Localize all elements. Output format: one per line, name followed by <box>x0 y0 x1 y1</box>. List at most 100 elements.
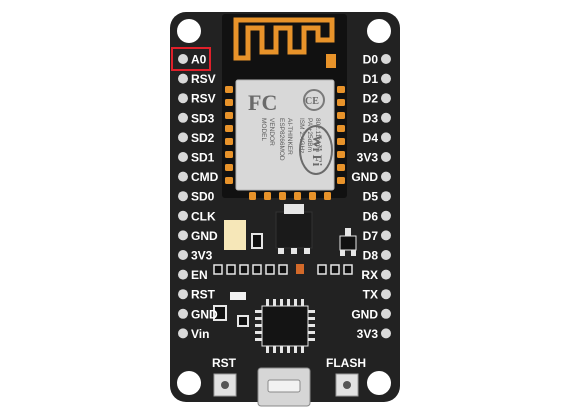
left-pin-label: SD1 <box>191 151 215 165</box>
chip-leg <box>266 346 269 353</box>
smd-resistor <box>331 265 339 274</box>
chip-leg <box>255 331 262 334</box>
antenna-pad <box>326 54 336 68</box>
chip-leg <box>280 346 283 353</box>
right-pin-hole <box>381 132 391 142</box>
module-pad <box>225 164 233 171</box>
chip-leg <box>255 310 262 313</box>
left-pin-header: A0RSVRSVSD3SD2SD1CMDSD0CLKGND3V3ENRSTGND… <box>178 53 219 341</box>
left-pin-label: RSV <box>191 72 216 86</box>
smd-resistor <box>344 265 352 274</box>
right-pin-hole <box>381 74 391 84</box>
left-pin-hole <box>178 54 188 64</box>
wifi-logo-text: Wi Fi <box>310 135 325 167</box>
right-pin-hole <box>381 113 391 123</box>
usb-chip-body <box>262 306 308 346</box>
chip-leg <box>294 346 297 353</box>
left-pin-label: A0 <box>191 53 207 67</box>
left-pin-label: EN <box>191 268 208 282</box>
module-pad <box>337 164 345 171</box>
module-pad <box>294 192 301 200</box>
right-pin-label: 3V3 <box>357 327 379 341</box>
chip-leg <box>308 324 315 327</box>
chip-leg <box>308 338 315 341</box>
module-pad <box>309 192 316 200</box>
smd-resistor-1 <box>252 234 262 248</box>
left-pin-label: RST <box>191 288 216 302</box>
left-pin-hole <box>178 113 188 123</box>
smd-resistor <box>279 265 287 274</box>
chip-leg <box>301 299 304 306</box>
right-pin-label: RX <box>361 268 378 282</box>
flash-button <box>336 374 358 396</box>
module-pad <box>225 151 233 158</box>
right-pin-label: 3V3 <box>357 151 379 165</box>
module-pad <box>337 86 345 93</box>
left-pin-hole <box>178 152 188 162</box>
left-pin-label: SD3 <box>191 111 215 125</box>
chip-leg <box>308 331 315 334</box>
right-pin-label: GND <box>351 307 378 321</box>
right-pin-hole <box>381 211 391 221</box>
smd-led-white <box>230 292 246 300</box>
mount-hole-top-left <box>177 19 201 43</box>
diode-leg-bottom-left <box>340 250 345 256</box>
voltage-regulator <box>276 212 312 248</box>
chip-leg <box>266 299 269 306</box>
left-pin-label: CLK <box>191 209 216 223</box>
led-component <box>224 220 246 250</box>
left-pin-label: SD0 <box>191 190 215 204</box>
reset-button-label: RST <box>212 356 237 370</box>
right-pin-label: D0 <box>363 53 379 67</box>
module-pad <box>225 138 233 145</box>
right-pin-hole <box>381 250 391 260</box>
right-pin-label: D7 <box>363 229 379 243</box>
smd-resistor <box>227 265 235 274</box>
left-pin-hole <box>178 230 188 240</box>
smd-resistor <box>214 265 222 274</box>
smd-resistor <box>266 265 274 274</box>
left-pin-hole <box>178 211 188 221</box>
right-pin-label: GND <box>351 170 378 184</box>
diode-leg-bottom-right <box>351 250 356 256</box>
right-pin-hole <box>381 328 391 338</box>
module-pad <box>279 192 286 200</box>
resistor-array <box>214 265 352 274</box>
regulator-tab <box>284 204 304 214</box>
module-pad <box>225 99 233 106</box>
micro-usb-slot <box>268 380 300 392</box>
module-pad <box>225 86 233 93</box>
left-pin-hole <box>178 250 188 260</box>
flash-button-cap <box>343 381 351 389</box>
left-pin-hole <box>178 191 188 201</box>
left-pin-hole <box>178 172 188 182</box>
chip-leg <box>255 317 262 320</box>
module-pad <box>324 192 331 200</box>
chip-leg <box>308 310 315 313</box>
chip-leg <box>308 317 315 320</box>
regulator-leg-2 <box>291 248 297 254</box>
chip-leg <box>273 299 276 306</box>
right-pin-hole <box>381 93 391 103</box>
right-pin-label: D8 <box>363 249 379 263</box>
right-pin-hole <box>381 230 391 240</box>
left-pin-hole <box>178 93 188 103</box>
left-pin-label: GND <box>191 307 218 321</box>
right-pin-label: D1 <box>363 72 379 86</box>
regulator-leg-3 <box>304 248 310 254</box>
right-pin-hole <box>381 270 391 280</box>
chip-leg <box>287 299 290 306</box>
module-line-2: VENDOR <box>268 118 275 146</box>
module-pad <box>225 112 233 119</box>
diode-leg-top <box>345 228 351 236</box>
chip-leg <box>255 338 262 341</box>
smd-part-left-2 <box>238 316 248 326</box>
right-pin-hole <box>381 54 391 64</box>
mount-hole-bottom-left <box>177 371 201 395</box>
right-pin-label: D6 <box>363 209 379 223</box>
left-pin-label: Vin <box>191 327 209 341</box>
diode <box>340 236 356 250</box>
fc-mark: FC <box>248 90 277 115</box>
module-pad <box>337 138 345 145</box>
